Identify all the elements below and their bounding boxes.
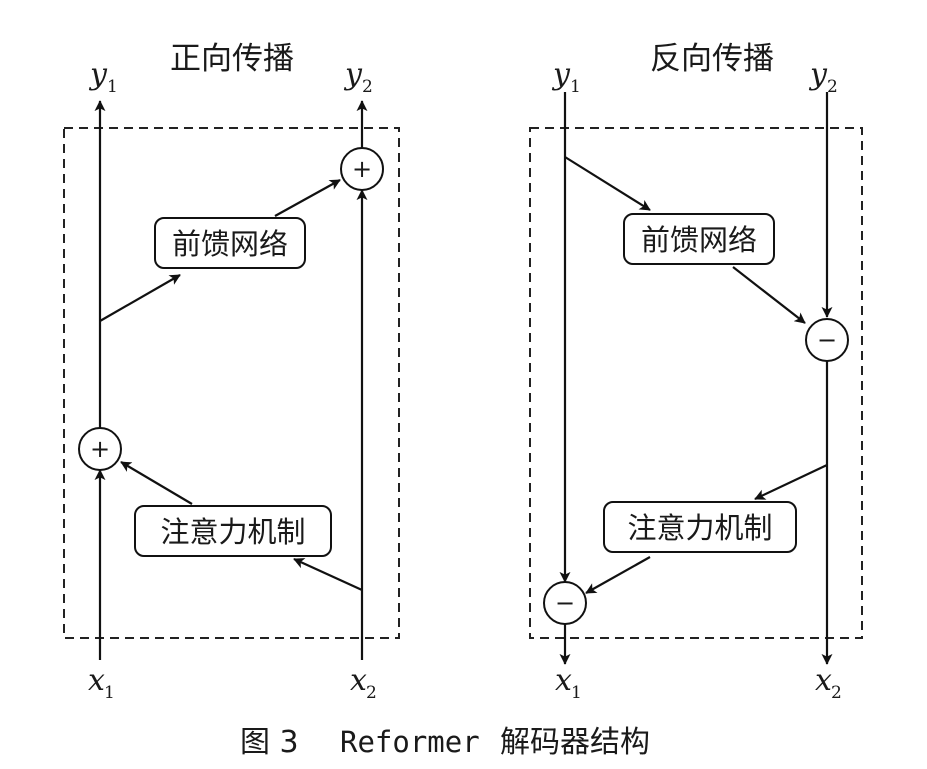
forward-y1line-to-ffn-arrow — [99, 274, 181, 322]
svg-text:2: 2 — [362, 77, 373, 97]
svg-text:y: y — [808, 57, 828, 92]
backward-x1-label: x 1 — [555, 663, 582, 703]
backward-y1line-to-ffn-arrow — [564, 156, 651, 211]
svg-text:1: 1 — [570, 77, 581, 97]
forward-panel: 正向传播 y 1 y 2 x 1 x 2 — [63, 41, 400, 703]
backward-attn-to-sub-arrow — [585, 556, 651, 594]
forward-attn-to-add-arrow — [120, 461, 193, 505]
backward-attn-label: 注意力机制 — [627, 511, 772, 545]
backward-ffn-label: 前馈网络 — [641, 223, 757, 257]
backward-ffn-to-sub-arrow — [732, 266, 806, 324]
forward-x1-label: x 1 — [88, 663, 115, 703]
backward-title: 反向传播 — [650, 41, 774, 77]
forward-add-operator-2: + — [340, 147, 384, 191]
forward-y2-label: y 2 — [343, 57, 373, 97]
caption-suffix: 解码器结构 — [500, 725, 650, 760]
svg-text:y: y — [551, 57, 571, 92]
forward-frame — [63, 127, 400, 639]
svg-text:−: − — [555, 589, 575, 617]
svg-text:x: x — [350, 663, 367, 698]
backward-panel: 反向传播 y 1 y 2 x 1 x 2 — [529, 41, 863, 703]
svg-text:2: 2 — [366, 683, 377, 703]
forward-x2-to-attn-arrow — [293, 557, 363, 592]
backward-x2line-to-attn-arrow — [754, 464, 828, 500]
svg-text:1: 1 — [104, 683, 115, 703]
forward-attn-label: 注意力机制 — [160, 515, 305, 549]
svg-text:−: − — [817, 326, 837, 354]
svg-text:2: 2 — [831, 683, 842, 703]
svg-text:2: 2 — [827, 77, 838, 97]
backward-y2-label: y 2 — [808, 57, 838, 97]
svg-text:x: x — [88, 663, 105, 698]
svg-text:1: 1 — [571, 683, 582, 703]
forward-ffn-to-add-arrow — [274, 179, 341, 217]
forward-ffn-box: 前馈网络 — [154, 217, 306, 269]
svg-text:+: + — [90, 435, 110, 463]
svg-text:x: x — [815, 663, 832, 698]
backward-frame — [529, 127, 863, 639]
svg-text:y: y — [343, 57, 363, 92]
svg-text:+: + — [352, 155, 372, 183]
forward-ffn-label: 前馈网络 — [172, 227, 288, 261]
figure-caption: 图 3 Reformer 解码器结构 — [240, 725, 650, 760]
backward-y1-label: y 1 — [551, 57, 581, 97]
forward-add-operator-1: + — [78, 427, 122, 471]
forward-title: 正向传播 — [170, 41, 294, 77]
backward-subtract-operator-2: − — [805, 318, 849, 362]
forward-y1-label: y 1 — [88, 57, 118, 97]
svg-text:y: y — [88, 57, 108, 92]
backward-x2-label: x 2 — [815, 663, 842, 703]
backward-subtract-operator-1: − — [543, 581, 587, 625]
svg-text:1: 1 — [107, 77, 118, 97]
backward-ffn-box: 前馈网络 — [623, 213, 775, 265]
caption-prefix: 图 3 — [240, 725, 299, 760]
svg-text:x: x — [555, 663, 572, 698]
forward-x2-label: x 2 — [350, 663, 377, 703]
backward-attn-box: 注意力机制 — [603, 501, 797, 553]
forward-attn-box: 注意力机制 — [134, 505, 332, 557]
caption-model-name: Reformer — [340, 725, 480, 759]
